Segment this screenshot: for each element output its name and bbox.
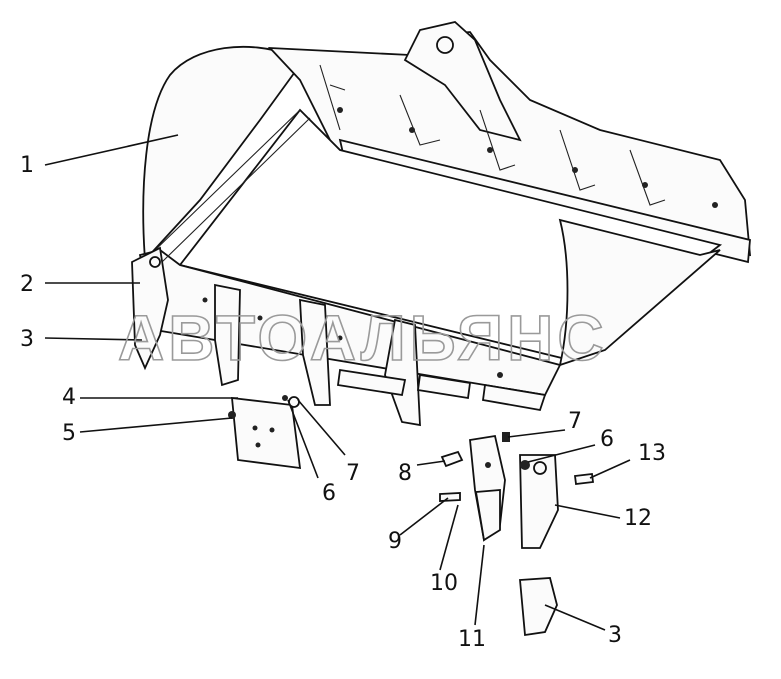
callout-13: 13 [638, 441, 666, 466]
bolt-dot [485, 462, 491, 468]
bolt-dot [409, 127, 415, 133]
callout-3: 3 [20, 327, 34, 352]
callout-11: 11 [458, 627, 486, 652]
bolt-dot [572, 167, 578, 173]
corner-adapter [131, 246, 169, 371]
bolt-dot [257, 315, 263, 321]
mounting-bracket [403, 21, 522, 142]
adapter-shank-1 [214, 283, 241, 387]
watermark: АВТОАЛЬЯНС [117, 301, 608, 375]
bolt-dot [642, 182, 648, 188]
washer-part-6 [282, 395, 288, 401]
bolt-dot [252, 425, 258, 431]
bolt-dot [255, 442, 261, 448]
adapter-part-11 [474, 489, 501, 542]
bolt-dot [497, 372, 503, 378]
bolt-part-8 [440, 450, 464, 468]
back-plate-1 [319, 64, 346, 131]
mounting-pin-hole [436, 36, 454, 54]
callout-8: 8 [398, 461, 412, 486]
callout-1: 1 [20, 153, 34, 178]
right-side-plate [558, 218, 721, 367]
back-plate-3 [479, 109, 516, 171]
edge-segment-3 [416, 373, 472, 400]
back-plate-5 [629, 149, 666, 206]
adapter-shank-2 [299, 298, 331, 406]
callout-6: 6 [322, 481, 336, 506]
nut-part-6 [520, 460, 530, 470]
edge-segment-2 [481, 383, 547, 412]
back-plate-2 [399, 94, 441, 146]
callout-12: 12 [624, 506, 652, 531]
side-strut [149, 109, 311, 263]
pin-part-9 [439, 492, 461, 502]
callout-7b: 7 [568, 409, 582, 434]
callout-2: 2 [20, 272, 34, 297]
tooth-part-3 [519, 577, 558, 637]
washer-part-7 [502, 432, 510, 442]
back-plate-4 [559, 129, 596, 191]
callout-4: 4 [62, 385, 76, 410]
callout-6b: 6 [600, 427, 614, 452]
bolt-dot [712, 202, 718, 208]
screw-part-13 [573, 473, 595, 485]
adapter-shank-3 [384, 318, 421, 427]
bucket-assembly [131, 21, 752, 427]
wear-plate [230, 396, 302, 470]
bolt-dot [269, 427, 275, 433]
leader-lines [44, 134, 631, 631]
callout-7: 7 [346, 461, 360, 486]
callout-5: 5 [62, 421, 76, 446]
callout-10: 10 [430, 571, 458, 596]
callout-9: 9 [388, 529, 402, 554]
callout-labels: 1 2 3 4 5 6 7 8 7 6 13 12 9 10 11 3 [20, 153, 666, 652]
tooth-holder-part-12 [519, 454, 559, 549]
watermark-text: АВТОАЛЬЯНС [118, 302, 608, 374]
bolt-dot [487, 147, 493, 153]
exploded-parts [228, 395, 595, 637]
bolt-dot [337, 335, 343, 341]
callout-3b: 3 [608, 623, 622, 648]
adapter-pin [149, 256, 161, 268]
bolt-part-5 [228, 411, 236, 419]
bolt-dot [337, 107, 343, 113]
holder-hole [533, 461, 547, 475]
bolt-dot [202, 297, 208, 303]
edge-segment-1 [336, 368, 407, 397]
